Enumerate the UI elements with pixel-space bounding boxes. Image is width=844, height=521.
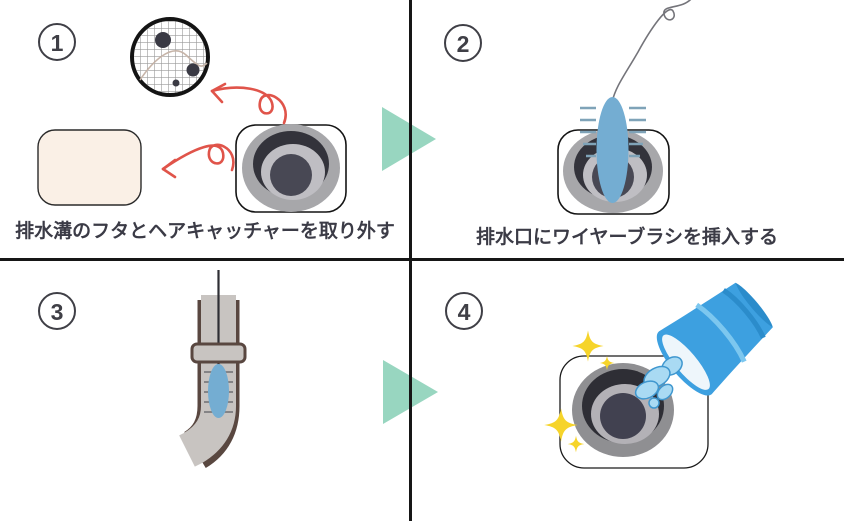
sparkle-icon xyxy=(544,330,615,453)
step-caption: 排水溝のフタとヘアキャッチャーを取り外す xyxy=(15,221,395,242)
step-4-illustration xyxy=(544,282,773,469)
brush-bristles-icon xyxy=(580,106,646,158)
wire-icon xyxy=(611,0,691,103)
step-1-illustration xyxy=(37,17,347,213)
drain-icon xyxy=(235,124,347,213)
pipe-coupling-icon xyxy=(190,342,247,364)
step-number-badge: 4 xyxy=(445,292,483,330)
step-number-badge: 1 xyxy=(38,23,76,61)
drain-cover-icon xyxy=(37,129,142,206)
panel-step-2: 2 排水口にワイヤーブラシを挿入する xyxy=(410,0,844,260)
panel-step-3: 3 ブラシを動かしてつまりの原因物を絡めとったり、 削り落としたりする xyxy=(0,260,410,521)
removal-arrows-icon xyxy=(161,82,287,179)
panel-step-4: 4 水を流してつまりが解消できていることを確認する xyxy=(410,260,844,521)
panel-step-1: 1 排水溝のフタとヘアキャッチャーを取り外す xyxy=(0,0,410,260)
wire-brush-icon xyxy=(208,364,229,418)
hair-catcher-icon xyxy=(130,17,210,97)
water-splash-icon xyxy=(634,356,683,409)
step-number-badge: 2 xyxy=(444,24,482,62)
step-caption: 排水口にワイヤーブラシを挿入する xyxy=(476,227,778,248)
wire-brush-icon xyxy=(596,97,629,203)
step-3-illustration xyxy=(179,270,247,469)
step-number-badge: 3 xyxy=(38,292,76,330)
grid-divider-horizontal xyxy=(0,258,844,261)
bucket-icon xyxy=(656,282,773,396)
step-2-illustration xyxy=(557,0,691,215)
